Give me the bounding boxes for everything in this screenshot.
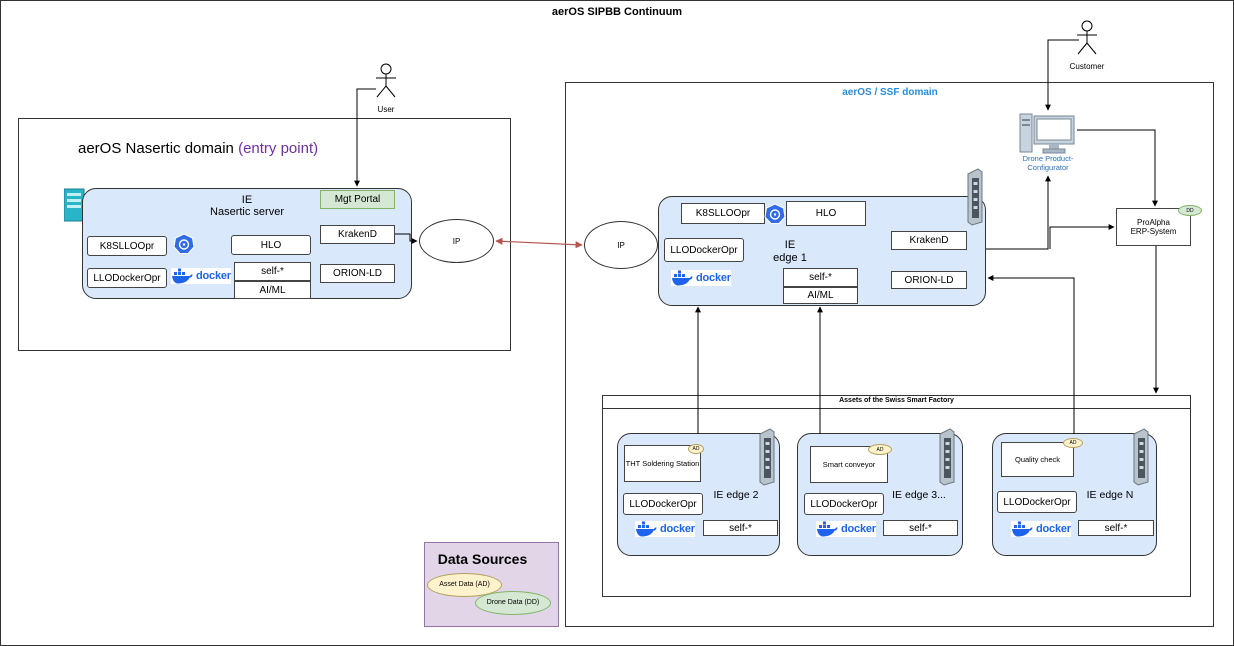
docker-label: docker (841, 523, 876, 535)
customer-label: Customer (1069, 62, 1105, 71)
edge3-self-box[interactable]: self-* (883, 520, 958, 536)
assets-title-bar (602, 395, 1191, 409)
nasertic-hlo-box[interactable]: HLO (231, 235, 311, 255)
edgen-station-box[interactable]: Quality check (1001, 442, 1074, 477)
docker-whale-icon (636, 521, 657, 537)
drone-configurator-label: Drone Product-Configurator (1022, 154, 1074, 172)
edge2-llo-docker-box[interactable]: LLODockerOpr (623, 493, 703, 515)
docker-logo: docker (171, 268, 231, 284)
edgen-docker-logo: docker (1011, 521, 1071, 537)
assets-title: Assets of the Swiss Smart Factory (839, 397, 954, 404)
docker-whale-icon (1012, 521, 1033, 537)
edge3-device-icon (938, 428, 956, 486)
ssf-domain-label: aerOS / SSF domain (842, 87, 938, 98)
edgen-llo-docker-box[interactable]: LLODockerOpr (997, 491, 1077, 513)
edge1-orion-box[interactable]: ORION-LD (891, 271, 967, 289)
drone-data-label: Drone Data (DD) (486, 599, 540, 607)
user-label: User (377, 105, 395, 114)
edge1-llo-docker-box[interactable]: LLODockerOpr (664, 238, 744, 262)
edge3-ad-badge: AD (868, 444, 892, 455)
proalpha-line1: ProAlpha (1137, 218, 1170, 227)
edge1-ie-title: IE (784, 239, 796, 251)
edge1-krakend-box[interactable]: KrakenD (891, 231, 967, 250)
edge3-llo-docker-box[interactable]: LLODockerOpr (804, 493, 884, 515)
nasertic-llo-docker-box[interactable]: LLODockerOpr (87, 268, 167, 288)
asset-data-label: Asset Data (AD) (439, 581, 490, 589)
docker-whale-icon (672, 270, 693, 286)
nasertic-self-box[interactable]: self-* (234, 262, 311, 281)
edge1-device-icon (966, 168, 984, 226)
edge1-hlo-box[interactable]: HLO (786, 201, 866, 226)
edge3-name: IE edge 3... (892, 489, 946, 501)
ssf-ip-node[interactable]: IP (584, 221, 658, 269)
nasertic-domain-label: aerOS Nasertic domain (entry point) (78, 140, 318, 157)
docker-whale-icon (817, 521, 838, 537)
edgen-ad-badge: AD (1063, 438, 1083, 448)
mgt-portal-box[interactable]: Mgt Portal (320, 190, 395, 209)
edge3-docker-logo: docker (816, 521, 876, 537)
nasertic-krakend-box[interactable]: KrakenD (320, 225, 395, 244)
nasertic-ie-title: IE (241, 194, 253, 206)
computer-icon (1019, 112, 1077, 156)
edge2-name: IE edge 2 (713, 489, 759, 501)
proalpha-erp-box[interactable]: ProAlpha ERP-System (1116, 208, 1191, 246)
edgen-self-box[interactable]: self-* (1078, 520, 1154, 536)
nasertic-orion-box[interactable]: ORION-LD (320, 264, 395, 283)
edgen-device-icon (1132, 428, 1150, 486)
docker-label: docker (660, 523, 695, 535)
edge2-ad-badge: AD (688, 444, 704, 454)
asset-data-ellipse: Asset Data (AD) (427, 573, 502, 597)
data-sources-title: Data Sources (437, 551, 528, 567)
nasertic-ie-subtitle: Nasertic server (210, 206, 284, 218)
edge1-aiml-box[interactable]: AI/ML (783, 287, 858, 304)
nasertic-domain-name: aerOS Nasertic domain (78, 140, 239, 157)
edge2-docker-logo: docker (635, 521, 695, 537)
edge1-self-box[interactable]: self-* (783, 268, 858, 287)
proalpha-line2: ERP-System (1130, 227, 1177, 236)
user-person-icon (374, 63, 398, 104)
nasertic-ip-node[interactable]: IP (419, 219, 494, 263)
proalpha-dd-badge: DD (1178, 205, 1202, 216)
docker-label: docker (196, 270, 231, 282)
diagram-title: aerOS SIPBB Continuum (551, 6, 683, 18)
edge1-kubernetes-icon (764, 203, 786, 225)
customer-person-icon (1075, 20, 1099, 61)
edge1-ie-subtitle: edge 1 (773, 252, 807, 264)
drone-data-ellipse: Drone Data (DD) (475, 591, 551, 615)
edgen-name: IE edge N (1086, 489, 1134, 501)
nasertic-aiml-box[interactable]: AI/ML (234, 281, 311, 299)
nasertic-k8s-box[interactable]: K8SLLOOpr (87, 236, 167, 256)
docker-label: docker (696, 272, 731, 284)
docker-whale-icon (172, 268, 193, 284)
edge2-self-box[interactable]: self-* (703, 520, 778, 536)
edge2-device-icon (758, 428, 776, 486)
edge1-k8s-box[interactable]: K8SLLOOpr (681, 203, 765, 224)
kubernetes-icon (173, 233, 195, 255)
edge1-docker-logo: docker (671, 270, 731, 286)
docker-label: docker (1036, 523, 1071, 535)
entry-point-label: (entry point) (238, 140, 319, 157)
